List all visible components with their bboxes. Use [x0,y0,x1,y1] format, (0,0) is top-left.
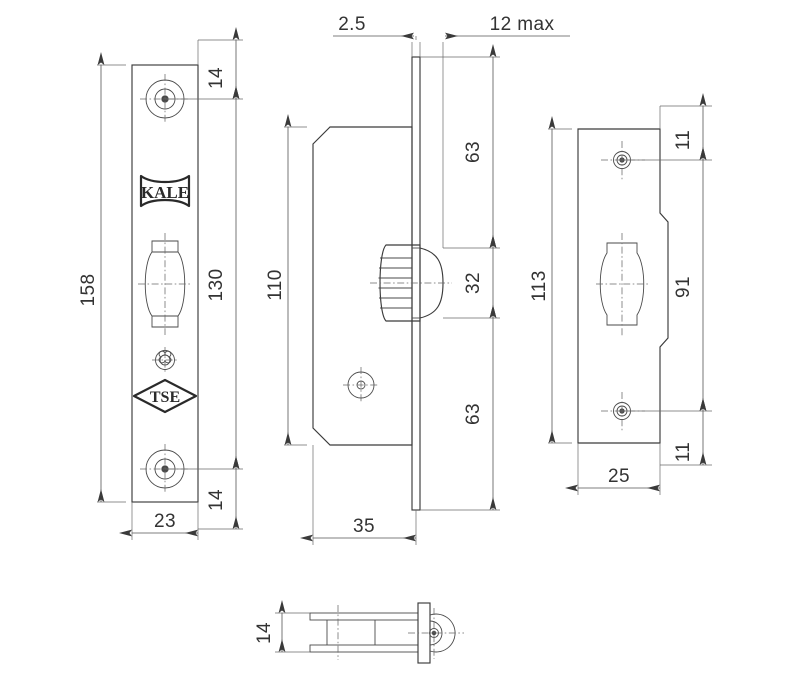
lock-case-outline [577,128,669,444]
dim-110: 110 [265,114,307,446]
dim-14-top-label: 14 [206,67,227,89]
dim-63-top-label: 63 [463,141,484,163]
case-bottom-screw-hole [601,392,645,431]
dim-130-label: 130 [206,269,227,302]
faceplate-rivet-mark [152,347,178,373]
left-view-dimensions: 158 14 130 14 23 [78,27,243,540]
dim-63-top: 63 [420,44,500,249]
latch-rail-top [309,612,419,621]
dim-23: 23 [119,502,198,540]
latch-bolt-boss [408,608,464,659]
dim-12-max: 12 max [442,14,570,248]
dim-11-bottom: 11 [622,398,712,466]
dim-91-label: 91 [673,276,694,298]
case-cylinder-cutout [596,233,650,336]
dim-91: 91 [673,147,707,411]
latch-rail-bottom [309,644,419,653]
dim-2-5: 2.5 [333,14,421,57]
dim-63-bottom-label: 63 [463,403,484,425]
tse-certification-logo: TSE [132,378,198,414]
dim-14-top: 14 [165,27,243,100]
dim-11-bottom-label: 11 [673,442,694,463]
dim-35: 35 [300,445,417,545]
dim-14-bottom-label: 14 [206,489,227,511]
dim-63-bottom: 63 [420,305,500,511]
dim-158-label: 158 [78,274,99,307]
dim-12-max-label: 12 max [490,14,555,35]
middle-view-dimensions: 110 2.5 12 max 63 32 [265,14,570,545]
right-lockcase-view [577,128,669,444]
middle-lockbody-view [312,56,452,511]
dim-158: 158 [78,52,126,503]
kale-brand-logo: KALE [139,174,191,208]
dim-32: 32 [443,235,500,319]
faceplate-cylinder-cutout [138,233,192,335]
lock-body-screw-hole [343,367,379,403]
dim-110-label: 110 [265,269,286,301]
dim-113: 113 [529,116,572,444]
dim-32-label: 32 [463,272,484,294]
faceplate-outline [131,64,199,503]
latch-bolt [370,244,452,322]
tse-logo-text: TSE [150,389,180,406]
lock-body-outline [312,126,413,446]
dim-14-bottom: 14 [165,456,243,530]
dim-23-label: 23 [154,511,176,532]
dim-2-5-label: 2.5 [338,14,366,35]
case-top-screw-hole [601,141,645,180]
dim-11-top: 11 [622,93,712,161]
dim-35-label: 35 [353,516,375,537]
dim-113-label: 113 [529,270,550,302]
dim-11-top-label: 11 [673,130,694,151]
dim-14-detail: 14 [254,600,310,653]
lock-faceplate-profile [411,56,421,511]
bottom-latch-detail-view: 14 [254,600,464,664]
dim-14-detail-label: 14 [254,622,275,644]
dim-25-label: 25 [608,466,630,487]
dim-130: 130 [206,86,240,469]
right-view-dimensions: 113 11 91 11 25 [529,93,712,495]
dim-25: 25 [565,443,661,495]
left-faceplate-view: KALE TSE [131,64,199,503]
kale-logo-text: KALE [141,183,189,202]
